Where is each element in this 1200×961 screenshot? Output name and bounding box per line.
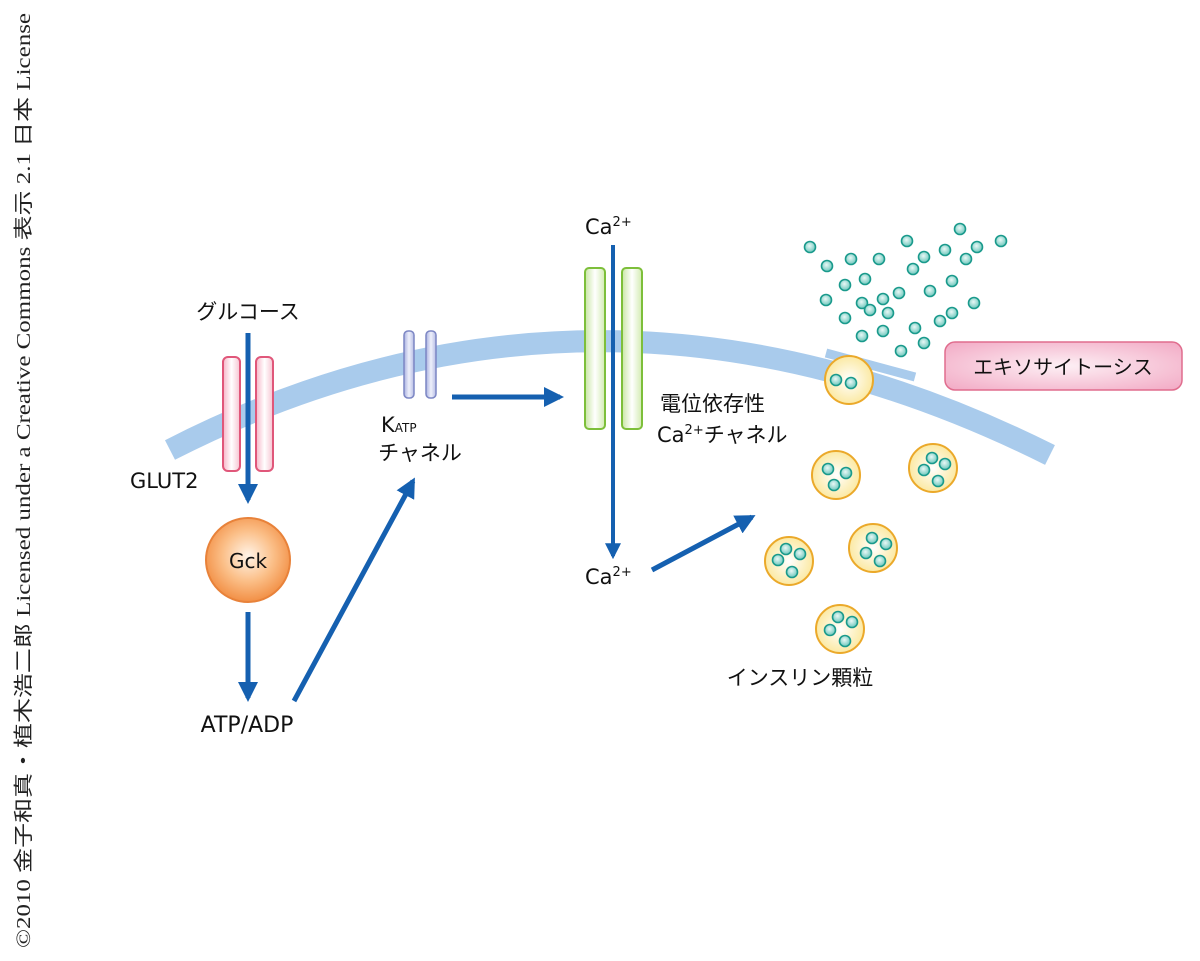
copyright-text: ©2010 金子和真・植木浩二郎 Licensed under a Creati… — [13, 13, 35, 948]
calcium-top-label: Ca2+ — [585, 215, 632, 239]
granule-insulin-particle — [873, 554, 887, 568]
granule-insulin-particle — [844, 376, 858, 390]
cell-membrane — [164, 330, 1055, 465]
katp-main: K — [381, 413, 396, 437]
calcium-bottom-label: Ca2+ — [585, 565, 632, 589]
vdcc-label-line2: Ca2+チャネル — [657, 423, 788, 447]
released-insulin-particle — [967, 296, 981, 310]
released-insulin-particle — [819, 293, 833, 307]
granule-insulin-particle — [771, 553, 785, 567]
katp-channel — [403, 330, 437, 399]
released-insulin-particle — [838, 311, 852, 325]
released-insulin-particle — [970, 240, 984, 254]
glut2-transporter — [222, 356, 274, 472]
granule-insulin-particle — [779, 542, 793, 556]
released-insulin-particle — [906, 262, 920, 276]
released-insulin-particle — [900, 234, 914, 248]
released-insulin-particle — [872, 252, 886, 266]
insulin-granules-label: インスリン顆粒 — [727, 666, 874, 690]
granule-insulin-particle — [785, 565, 799, 579]
granule-insulin-particle — [925, 451, 939, 465]
released-insulin-particle — [844, 252, 858, 266]
vdcc-channel-word: チャネル — [704, 423, 788, 447]
released-insulin-particle — [803, 240, 817, 254]
released-insulin-particle — [876, 324, 890, 338]
ca-top-charge: 2+ — [613, 215, 632, 230]
released-insulin-cluster — [803, 222, 1008, 358]
released-insulin-particle — [881, 306, 895, 320]
granule-insulin-particle — [821, 462, 835, 476]
released-insulin-particle — [945, 274, 959, 288]
gck-enzyme — [205, 517, 291, 603]
granule-insulin-particle — [917, 463, 931, 477]
vdcc-ca-charge: 2+ — [685, 423, 704, 438]
granule-insulin-particle — [931, 474, 945, 488]
katp-label: KATP — [381, 413, 417, 437]
released-insulin-particle — [908, 321, 922, 335]
released-insulin-particle — [938, 243, 952, 257]
exocytosis-label: エキソサイトーシス — [973, 355, 1153, 379]
granule-insulin-particle — [938, 457, 952, 471]
granule-insulin-particle — [865, 531, 879, 545]
released-insulin-particle — [820, 259, 834, 273]
gck-label: Gck — [229, 549, 267, 573]
katp-channel-label: チャネル — [378, 441, 462, 465]
granule-insulin-particle — [823, 623, 837, 637]
granule-insulin-particle — [879, 537, 893, 551]
ca-top-symbol: Ca — [585, 215, 613, 239]
released-insulin-particle — [838, 278, 852, 292]
granule-insulin-particle — [839, 466, 853, 480]
granule-insulin-particle — [831, 610, 845, 624]
exocytosis-badge: エキソサイトーシス — [944, 341, 1183, 391]
released-insulin-particle — [917, 336, 931, 350]
granule-insulin-particle — [829, 373, 843, 387]
insulin-granules — [764, 355, 958, 654]
vdcc-ca: Ca — [657, 423, 685, 447]
released-insulin-particle — [892, 286, 906, 300]
released-insulin-particle — [917, 250, 931, 264]
calcium-to-granules-arrow — [650, 514, 756, 573]
released-insulin-particle — [855, 296, 869, 310]
released-insulin-particle — [876, 292, 890, 306]
released-insulin-particle — [858, 272, 872, 286]
glucose-label: グルコース — [196, 300, 300, 324]
vdcc-label-line1: 電位依存性 — [660, 392, 765, 416]
glut2-label: GLUT2 — [130, 469, 199, 493]
granule-insulin-particle — [845, 615, 859, 629]
released-insulin-particle — [923, 284, 937, 298]
vdcc-channel — [584, 267, 643, 430]
released-insulin-particle — [855, 329, 869, 343]
released-insulin-particle — [953, 222, 967, 236]
atp-to-katp-arrow — [291, 477, 416, 703]
released-insulin-particle — [863, 303, 877, 317]
granule-insulin-particle — [838, 634, 852, 648]
released-insulin-particle — [933, 314, 947, 328]
released-insulin-particle — [945, 306, 959, 320]
ca-bottom-symbol: Ca — [585, 565, 613, 589]
katp-subscript: ATP — [395, 421, 417, 435]
released-insulin-particle — [894, 344, 908, 358]
granule-insulin-particle — [827, 478, 841, 492]
atp-adp-label: ATP/ADP — [201, 713, 294, 738]
released-insulin-particle — [959, 252, 973, 266]
insulin-granule — [908, 443, 958, 493]
released-insulin-particle — [994, 234, 1008, 248]
granule-insulin-particle — [793, 547, 807, 561]
granule-insulin-particle — [859, 546, 873, 560]
insulin-granule — [811, 450, 861, 500]
ca-bottom-charge: 2+ — [613, 565, 632, 580]
